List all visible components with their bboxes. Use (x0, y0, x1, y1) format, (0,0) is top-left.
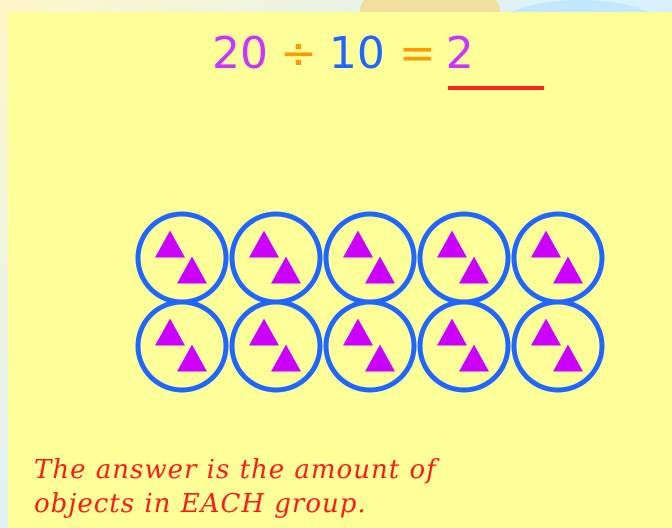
group-outline (417, 299, 511, 393)
triangle-object (437, 230, 467, 258)
group-circle (135, 211, 229, 305)
group-outline (511, 211, 605, 305)
group-outline (135, 211, 229, 305)
triangle-object (531, 230, 561, 258)
triangle-object (155, 230, 185, 258)
group-circle (417, 299, 511, 393)
triangle-object (177, 256, 207, 284)
group-outline (511, 299, 605, 393)
group-circle (417, 211, 511, 305)
group-outline (229, 299, 323, 393)
triangle-object (249, 318, 279, 346)
triangle-object (531, 318, 561, 346)
divisor: 10 (328, 28, 385, 79)
group-circle (323, 211, 417, 305)
dividend: 20 (212, 28, 268, 79)
caption-line-2: objects in EACH group. (34, 489, 367, 519)
triangle-object (553, 344, 583, 372)
triangle-object (343, 318, 373, 346)
triangle-object (249, 230, 279, 258)
group-outline (229, 211, 323, 305)
triangle-object (365, 256, 395, 284)
quotient-answer: 2 (445, 28, 474, 79)
triangle-object (437, 318, 467, 346)
group-circle (229, 299, 323, 393)
triangle-object (271, 344, 301, 372)
triangle-object (459, 344, 489, 372)
group-circle (511, 211, 605, 305)
triangle-object (365, 344, 395, 372)
group-circle (323, 299, 417, 393)
division-equation: 20÷10 =2 (212, 24, 572, 84)
caption: The answer is the amount of objects in E… (34, 453, 634, 521)
answer-underline (448, 86, 544, 90)
group-circle (135, 299, 229, 393)
group-outline (323, 211, 417, 305)
triangle-object (343, 230, 373, 258)
triangle-object (459, 256, 489, 284)
triangle-object (271, 256, 301, 284)
group-circle (511, 299, 605, 393)
group-outline (135, 299, 229, 393)
divide-sign: ÷ (280, 28, 317, 79)
group-outline (417, 211, 511, 305)
caption-line-1: The answer is the amount of (34, 455, 437, 485)
triangle-object (155, 318, 185, 346)
triangle-object (553, 256, 583, 284)
equals-sign: = (398, 28, 436, 79)
group-circle (229, 211, 323, 305)
group-outline (323, 299, 417, 393)
triangle-object (177, 344, 207, 372)
